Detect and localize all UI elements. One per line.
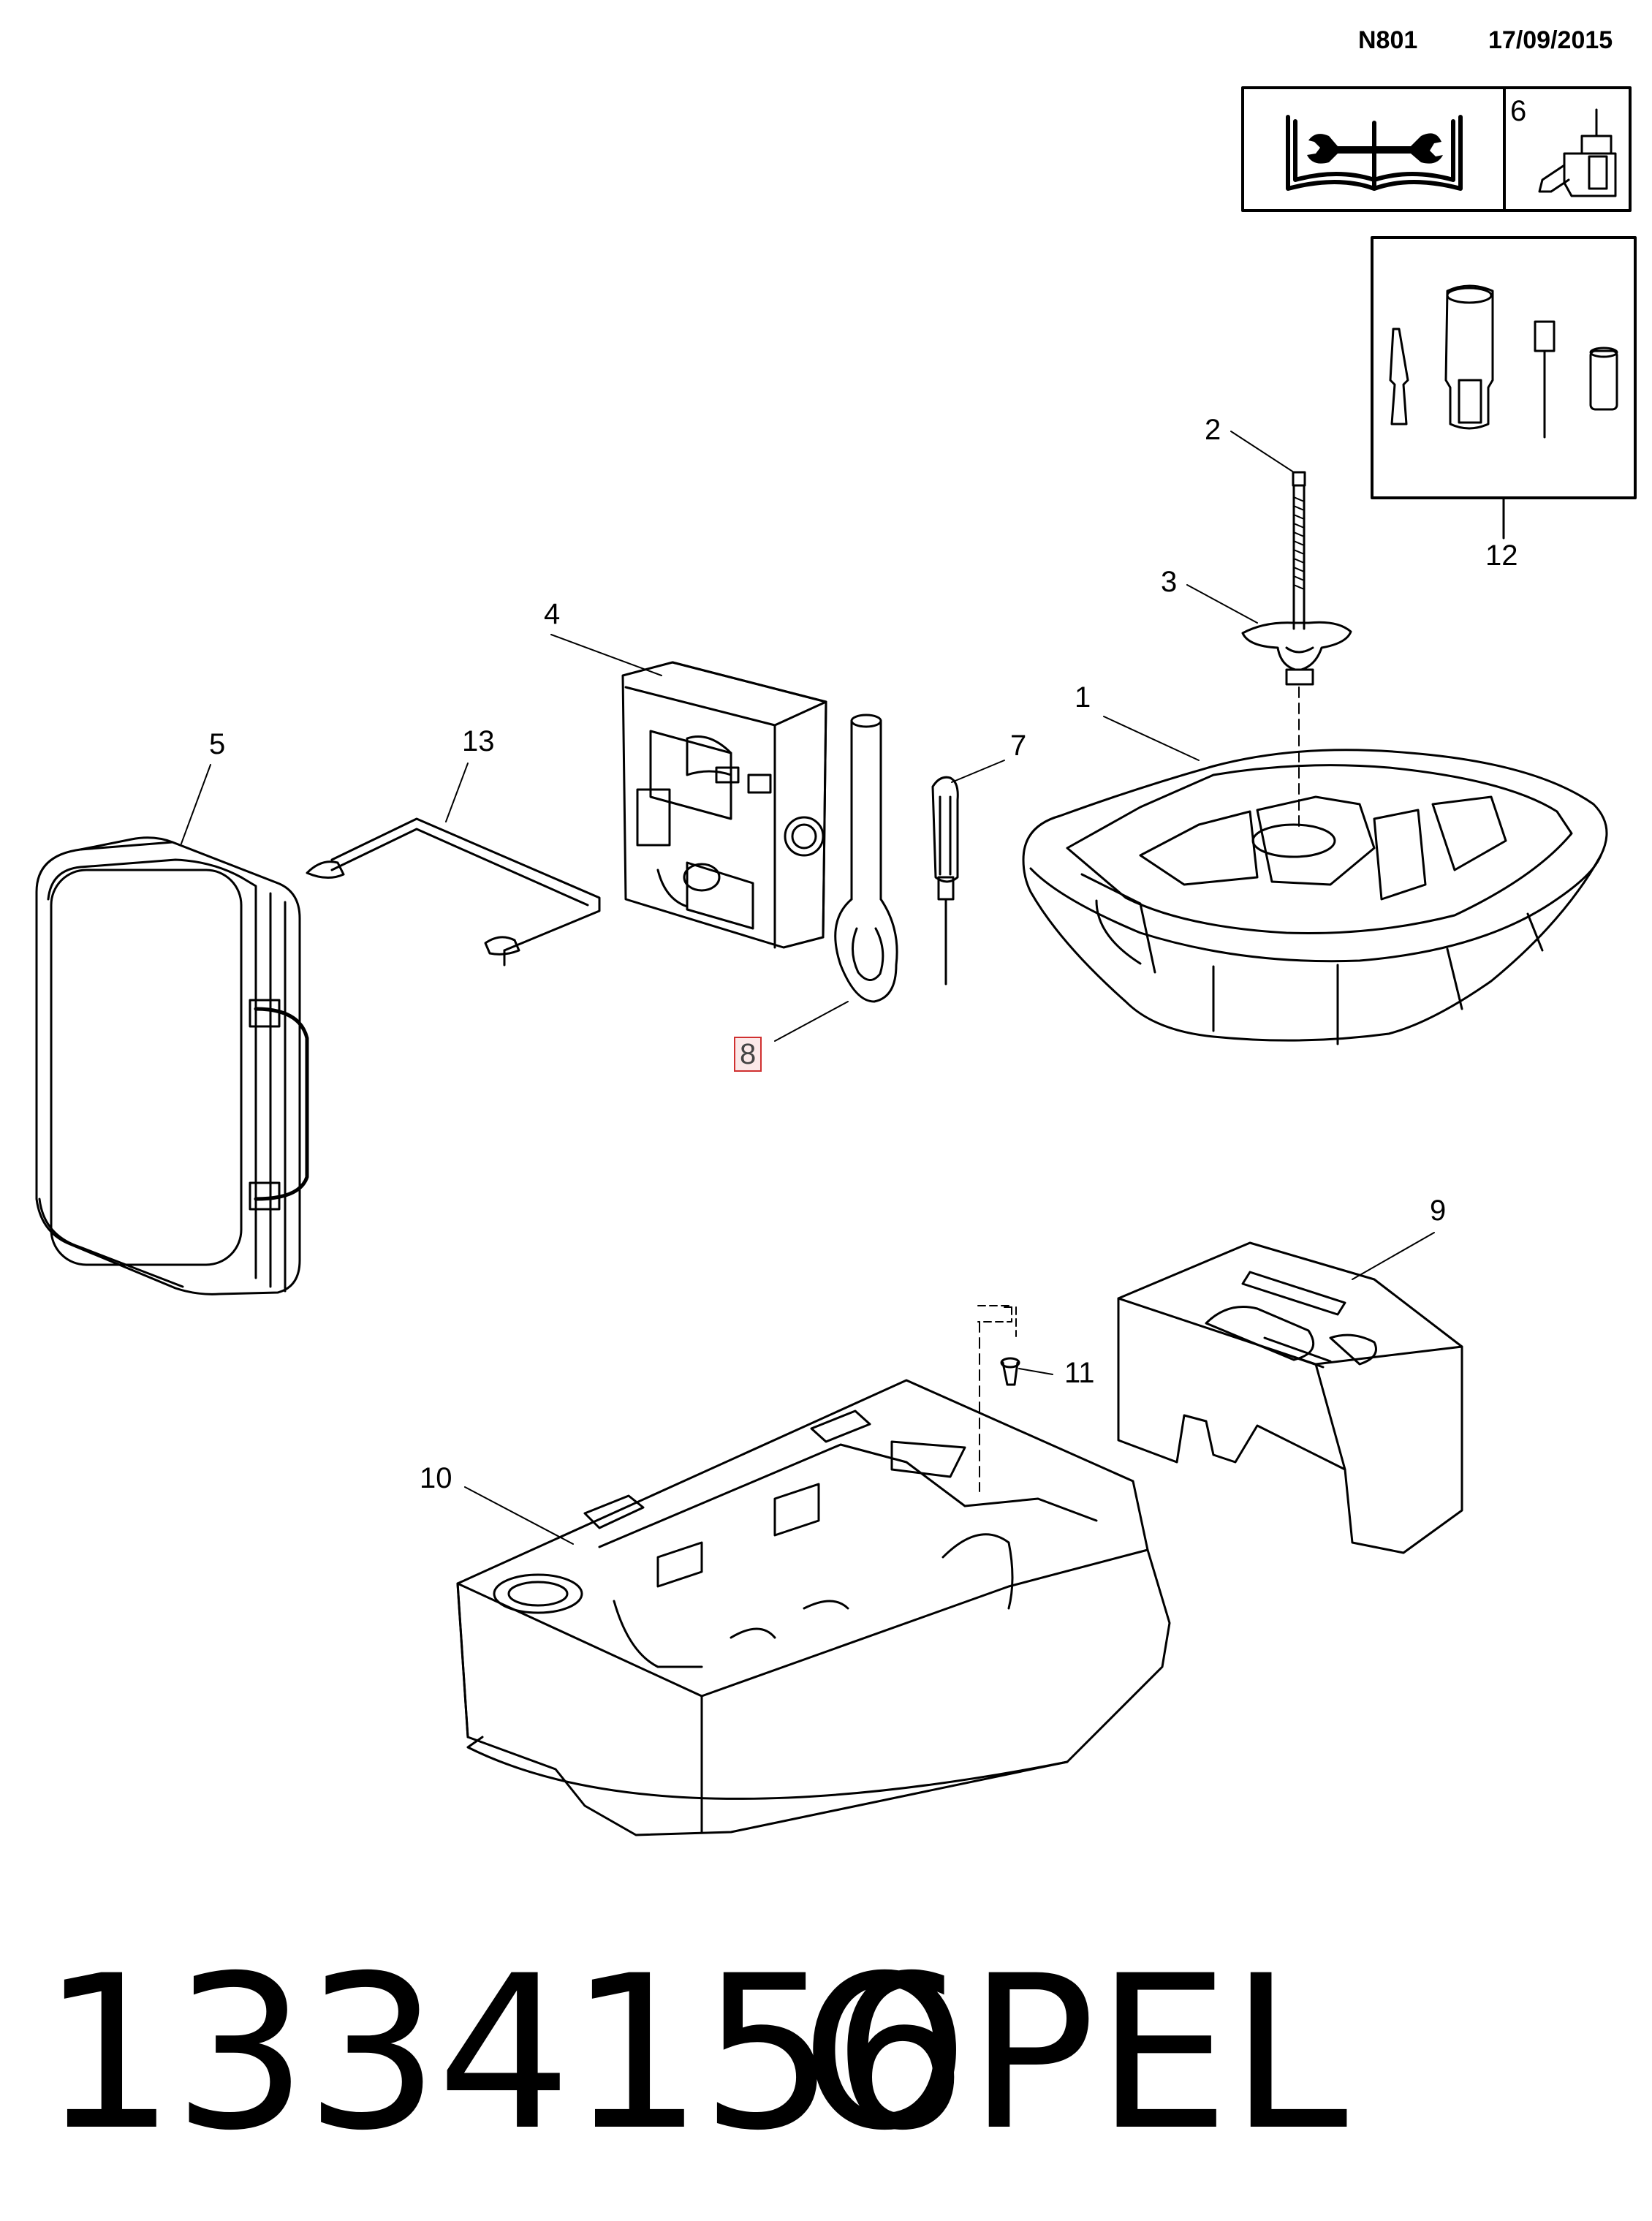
callout-10: 10 bbox=[420, 1462, 452, 1494]
foam-block-right bbox=[1117, 1241, 1463, 1554]
spare-wheel-tray bbox=[1022, 749, 1608, 1045]
callout-6: 6 bbox=[1510, 95, 1527, 127]
screwdriver bbox=[931, 776, 959, 985]
tool-case bbox=[35, 836, 309, 1295]
compressor-unit bbox=[621, 661, 827, 949]
callout-3: 3 bbox=[1161, 566, 1178, 598]
callout-7: 7 bbox=[1010, 730, 1027, 762]
wing-nut-part bbox=[1241, 621, 1352, 686]
mounting-bracket bbox=[306, 817, 601, 966]
callout-4: 4 bbox=[544, 598, 561, 630]
part-number: 1334156 bbox=[41, 1931, 968, 2177]
callout-12: 12 bbox=[1485, 540, 1518, 572]
bolt-part bbox=[1292, 471, 1306, 630]
leader-lines bbox=[181, 431, 1435, 1545]
callout-9: 9 bbox=[1430, 1195, 1447, 1227]
valve-kit-box bbox=[1371, 236, 1637, 540]
screw-part bbox=[977, 1305, 1020, 1492]
reference-box bbox=[1241, 86, 1632, 212]
callout-11: 11 bbox=[1064, 1357, 1095, 1389]
callout-1: 1 bbox=[1075, 681, 1091, 714]
callout-2: 2 bbox=[1205, 414, 1221, 446]
diagram-date: 17/09/2015 bbox=[1488, 26, 1613, 54]
foam-base-left bbox=[456, 1379, 1171, 1836]
diagram-code: N801 bbox=[1358, 26, 1418, 54]
callout-13: 13 bbox=[462, 725, 495, 757]
tow-eye bbox=[834, 714, 898, 1003]
manual-book-wrench-icon bbox=[1286, 115, 1463, 191]
brand-name: OPEL bbox=[801, 1931, 1348, 2177]
callout-8[interactable]: 8 bbox=[734, 1037, 762, 1072]
valve-tool-icon bbox=[1538, 108, 1617, 197]
callout-5: 5 bbox=[209, 728, 226, 760]
